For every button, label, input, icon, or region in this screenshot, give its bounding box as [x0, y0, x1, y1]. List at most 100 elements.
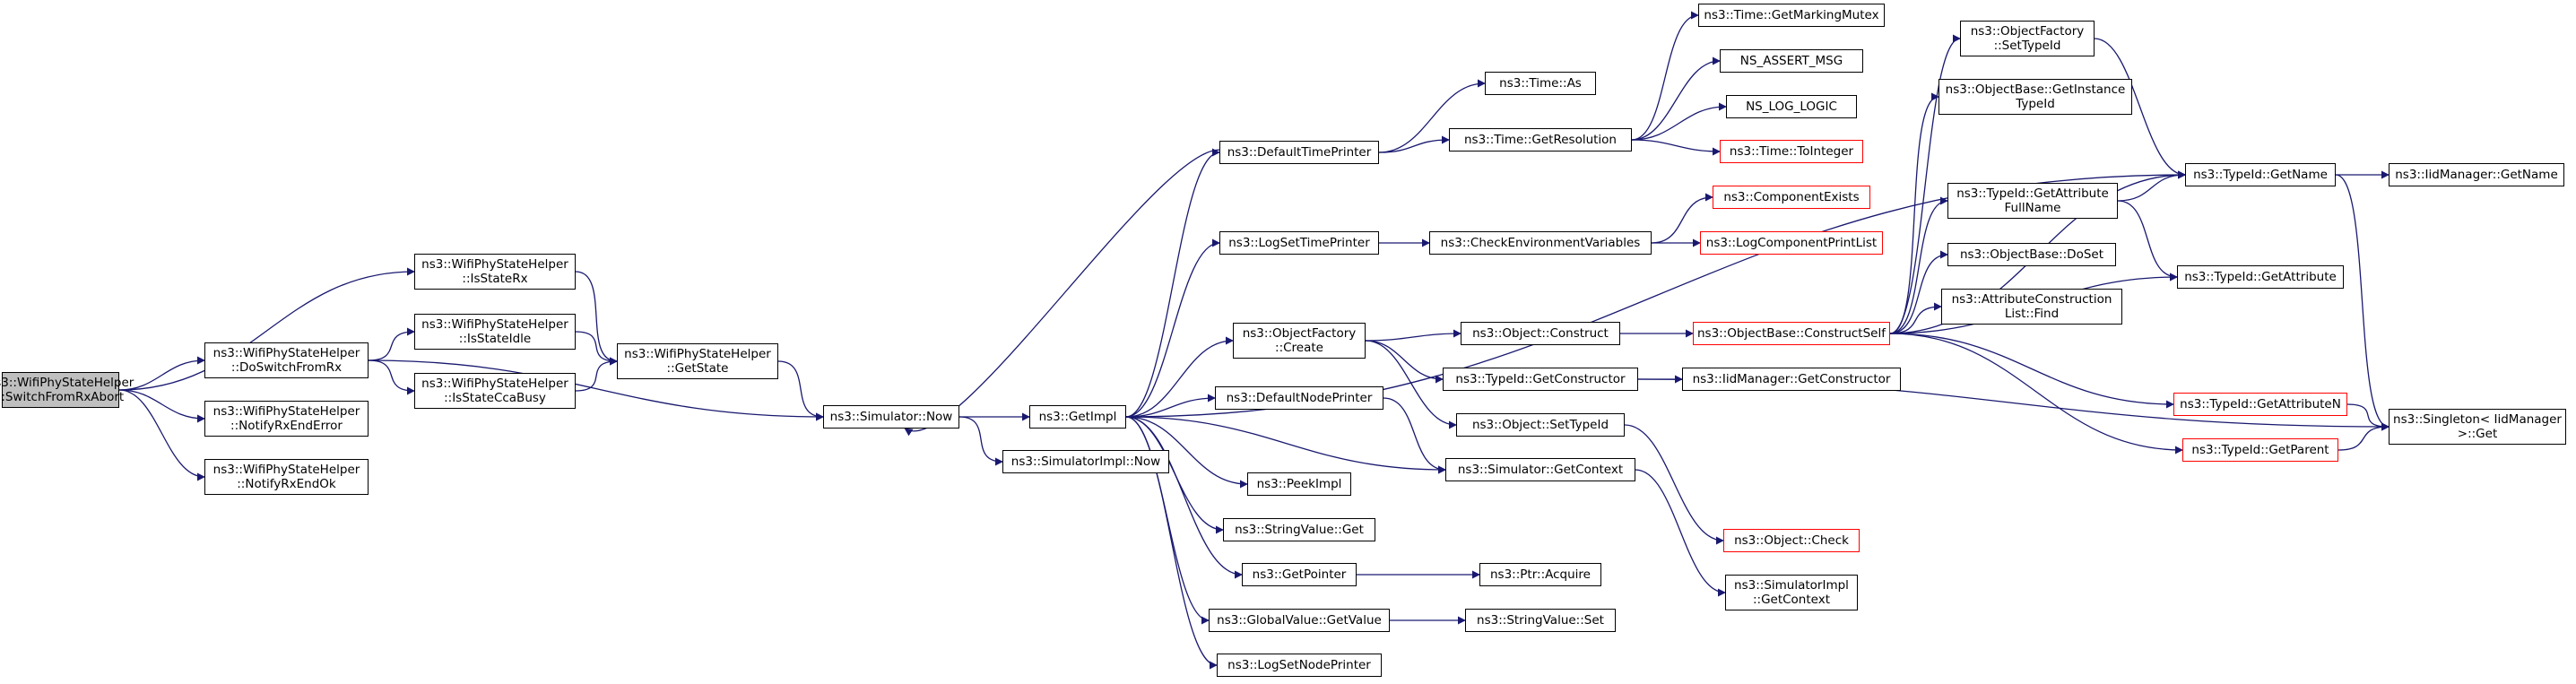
- node-label-line: ns3::TypeId::GetAttribute: [2184, 270, 2337, 284]
- node-object-set-type-id[interactable]: ns3::Object::SetTypeId: [1456, 413, 1625, 437]
- node-check-environment-variables[interactable]: ns3::CheckEnvironmentVariables: [1429, 231, 1652, 255]
- node-log-set-node-printer[interactable]: ns3::LogSetNodePrinter: [1217, 654, 1382, 677]
- node-label-line: ns3::Ptr::Acquire: [1490, 567, 1591, 582]
- node-is-state-rx[interactable]: ns3::WifiPhyStateHelper ::IsStateRx: [414, 254, 576, 290]
- node-label-line: ns3::StringValue::Get: [1235, 523, 1364, 537]
- node-label-line: ns3::AttributeConstruction: [1951, 292, 2112, 307]
- call-edge-n36-n46: [1889, 333, 2183, 455]
- call-edge-n36-n42: [1889, 196, 1948, 334]
- call-edge-n3-n7: [368, 359, 415, 395]
- call-edge-n36-n44: [1889, 302, 1942, 334]
- call-edge-n12-n21: [1378, 79, 1486, 153]
- node-object-factory-create[interactable]: ns3::ObjectFactory ::Create: [1233, 323, 1366, 359]
- node-label-line: ns3::Simulator::GetContext: [1457, 463, 1624, 477]
- call-edge-n23-n34: [1651, 193, 1713, 244]
- call-edge-n3-n6: [368, 327, 415, 361]
- node-label-line: ns3::CheckEnvironmentVariables: [1440, 236, 1641, 250]
- call-edge-n40-n47: [2094, 38, 2186, 179]
- node-attribute-construction-list-find[interactable]: ns3::AttributeConstruction List::Find: [1941, 289, 2122, 325]
- node-string-value-get[interactable]: ns3::StringValue::Get: [1223, 518, 1375, 541]
- node-simulator-impl-get-context[interactable]: ns3::SimulatorImpl ::GetContext: [1725, 575, 1858, 610]
- node-label-line: ns3::ObjectBase::DoSet: [1959, 247, 2104, 262]
- node-label-line: ns3::Time::As: [1499, 76, 1582, 91]
- node-label-line: ::IsStateCcaBusy: [444, 391, 546, 405]
- node-object-base-construct-self[interactable]: ns3::ObjectBase::ConstructSelf: [1693, 322, 1890, 345]
- node-object-base-do-set[interactable]: ns3::ObjectBase::DoSet: [1947, 243, 2116, 266]
- node-label-line: ::GetState: [666, 361, 729, 376]
- node-get-pointer[interactable]: ns3::GetPointer: [1242, 563, 1357, 586]
- node-type-id-get-attribute[interactable]: ns3::TypeId::GetAttribute: [2177, 265, 2344, 289]
- node-label-line: ::DoSwitchFromRx: [230, 360, 343, 375]
- call-edge-n42-n48: [2117, 200, 2178, 281]
- node-notify-rx-end-error[interactable]: ns3::WifiPhyStateHelper ::NotifyRxEndErr…: [204, 401, 369, 437]
- node-component-exists[interactable]: ns3::ComponentExists: [1713, 186, 1870, 209]
- node-label-line: List::Find: [2004, 307, 2060, 321]
- node-object-construct[interactable]: ns3::Object::Construct: [1461, 322, 1620, 345]
- node-global-value-get-value[interactable]: ns3::GlobalValue::GetValue: [1209, 609, 1390, 632]
- node-label-line: ns3::SimulatorImpl: [1734, 578, 1849, 593]
- node-label-line: ns3::DefaultTimePrinter: [1227, 145, 1372, 160]
- node-label-line: NS_ASSERT_MSG: [1739, 54, 1843, 68]
- node-get-state[interactable]: ns3::WifiPhyStateHelper ::GetState: [617, 343, 778, 379]
- call-edge-n45-n49: [2346, 403, 2390, 431]
- call-edge-n1-n3: [118, 356, 205, 391]
- node-type-id-get-attribute-full-name[interactable]: ns3::TypeId::GetAttribute FullName: [1947, 183, 2118, 219]
- node-log-set-time-printer[interactable]: ns3::LogSetTimePrinter: [1219, 231, 1379, 255]
- call-edge-n1-n4: [118, 389, 205, 423]
- node-iid-manager-get-constructor[interactable]: ns3::IidManager::GetConstructor: [1682, 368, 1901, 391]
- node-object-base-get-instance-type-id[interactable]: ns3::ObjectBase::GetInstance TypeId: [1939, 79, 2132, 115]
- call-edge-n10-n12: [1125, 148, 1220, 418]
- node-time-get-resolution[interactable]: ns3::Time::GetResolution: [1449, 128, 1632, 152]
- call-edge-n36-n43: [1889, 250, 1948, 334]
- call-edge-n14-n24: [1365, 329, 1461, 342]
- node-ptr-acquire[interactable]: ns3::Ptr::Acquire: [1479, 563, 1601, 586]
- node-label-line: ns3::ObjectFactory: [1242, 326, 1357, 341]
- node-time-get-marking-mutex[interactable]: ns3::Time::GetMarkingMutex: [1698, 4, 1885, 27]
- node-label-line: ns3::Simulator::Now: [829, 410, 953, 424]
- node-string-value-set[interactable]: ns3::StringValue::Set: [1465, 609, 1616, 632]
- call-edge-n10-n27: [1125, 416, 1446, 474]
- node-object-factory-set-type-id[interactable]: ns3::ObjectFactory ::SetTypeId: [1960, 21, 2095, 56]
- node-simulator-now[interactable]: ns3::Simulator::Now: [823, 405, 959, 429]
- call-edge-n10-n15: [1125, 394, 1216, 418]
- call-edge-n10-n18: [1125, 416, 1243, 579]
- node-peek-impl[interactable]: ns3::PeekImpl: [1247, 472, 1351, 496]
- node-label-line: FullName: [2004, 201, 2061, 215]
- node-label-line: ns3::TypeId::GetName: [2193, 168, 2328, 182]
- call-edge-n22-n32: [1631, 102, 1727, 141]
- node-is-state-idle[interactable]: ns3::WifiPhyStateHelper ::IsStateIdle: [414, 314, 576, 350]
- node-type-id-get-name[interactable]: ns3::TypeId::GetName: [2185, 163, 2336, 186]
- node-label-line: ns3::ComponentExists: [1723, 190, 1860, 204]
- node-type-id-get-attribute-n[interactable]: ns3::TypeId::GetAttributeN: [2173, 393, 2347, 416]
- node-label-line: ns3::WifiPhyStateHelper: [421, 317, 568, 332]
- node-type-id-get-parent[interactable]: ns3::TypeId::GetParent: [2182, 438, 2338, 462]
- node-label-line: ::NotifyRxEndError: [230, 419, 343, 433]
- node-label-line: ns3::ObjectFactory: [1970, 24, 2085, 39]
- node-singleton-iid-manager-get[interactable]: ns3::Singleton< IidManager >::Get: [2389, 409, 2566, 445]
- node-label-line: ns3::Time::ToInteger: [1729, 144, 1854, 159]
- node-object-check[interactable]: ns3::Object::Check: [1723, 529, 1860, 552]
- node-ns-log-logic[interactable]: NS_LOG_LOGIC: [1726, 95, 1857, 118]
- node-log-component-print-list[interactable]: ns3::LogComponentPrintList: [1700, 231, 1883, 255]
- node-simulator-impl-now[interactable]: ns3::SimulatorImpl::Now: [1002, 450, 1169, 473]
- node-simulator-get-context[interactable]: ns3::Simulator::GetContext: [1445, 458, 1635, 481]
- node-do-switch-from-rx[interactable]: ns3::WifiPhyStateHelper ::DoSwitchFromRx: [204, 342, 369, 378]
- node-time-as[interactable]: ns3::Time::As: [1485, 72, 1596, 95]
- node-label-line: ::IsStateRx: [462, 272, 528, 286]
- node-default-node-printer[interactable]: ns3::DefaultNodePrinter: [1215, 386, 1383, 410]
- node-type-id-get-constructor[interactable]: ns3::TypeId::GetConstructor: [1443, 368, 1638, 391]
- node-default-time-printer[interactable]: ns3::DefaultTimePrinter: [1219, 141, 1379, 164]
- node-ns-assert-msg[interactable]: NS_ASSERT_MSG: [1720, 49, 1863, 73]
- node-is-state-cca-busy[interactable]: ns3::WifiPhyStateHelper ::IsStateCcaBusy: [414, 373, 576, 409]
- node-label-line: ns3::PeekImpl: [1256, 477, 1342, 491]
- node-label-line: ns3::GetPointer: [1252, 567, 1347, 582]
- node-notify-rx-end-ok[interactable]: ns3::WifiPhyStateHelper ::NotifyRxEndOk: [204, 459, 369, 495]
- node-label-line: ns3::LogSetNodePrinter: [1227, 658, 1371, 672]
- node-label-line: ns3::WifiPhyStateHelper: [212, 346, 360, 360]
- node-label-line: ::SetTypeId: [1993, 39, 2061, 53]
- node-time-to-integer[interactable]: ns3::Time::ToInteger: [1720, 140, 1863, 163]
- call-edge-n47-n49: [2335, 174, 2390, 431]
- node-get-impl[interactable]: ns3::GetImpl: [1029, 405, 1126, 429]
- node-label-line: ns3::Time::GetMarkingMutex: [1704, 8, 1879, 22]
- node-iid-manager-get-name[interactable]: ns3::IidManager::GetName: [2389, 163, 2564, 186]
